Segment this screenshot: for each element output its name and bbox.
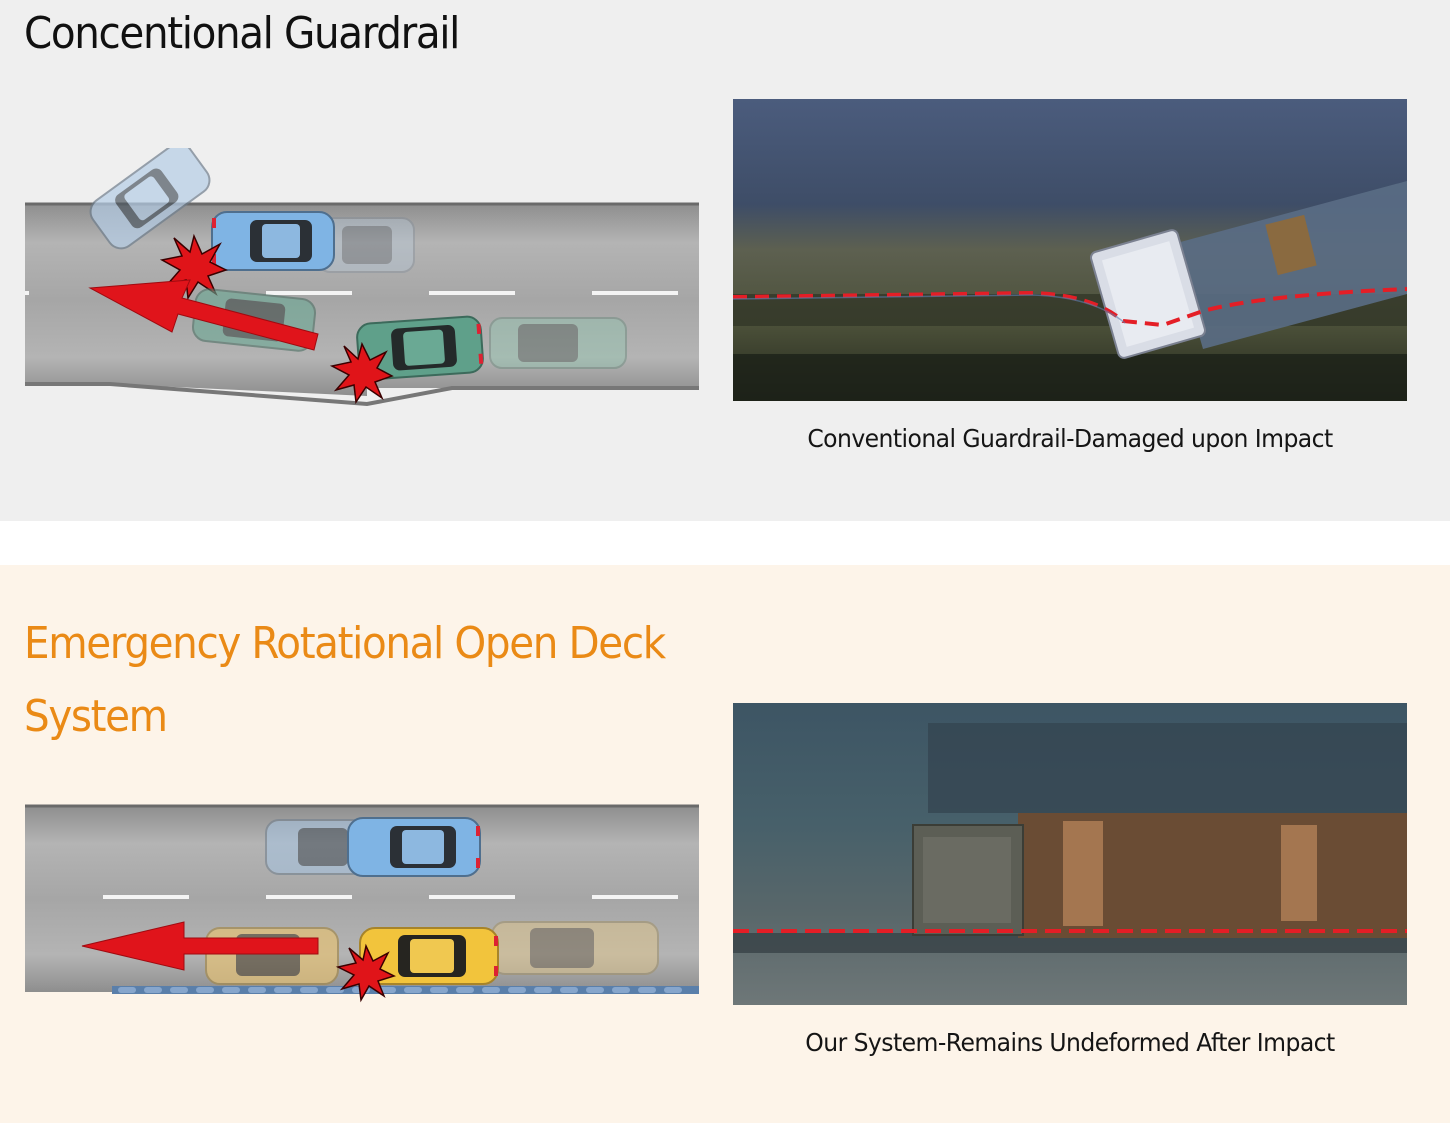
caption-open-deck: Our System-Remains Undeformed After Impa… <box>805 1028 1335 1057</box>
lane-markings <box>103 895 678 899</box>
ghost-car <box>489 317 627 369</box>
yellow-car <box>359 927 499 985</box>
lane-markings <box>25 291 678 295</box>
ghost-car <box>265 819 367 875</box>
conventional-guardrail-section: Concentional Guardrail <box>0 0 1450 521</box>
section-title-open-deck: Emergency Rotational Open Deck System <box>24 618 666 742</box>
direction-arrow-icon <box>88 279 319 351</box>
blue-car <box>211 211 335 271</box>
direction-arrow-icon <box>81 921 319 971</box>
deflected-car <box>89 148 211 250</box>
ghost-car <box>205 927 339 985</box>
ghost-car <box>491 921 659 975</box>
blue-car <box>347 817 481 877</box>
conventional-guardrail-diagram <box>25 148 699 407</box>
trajectory-line <box>733 287 1407 328</box>
open-deck-system-diagram <box>25 804 699 1003</box>
rotational-roller-barrier <box>112 986 699 994</box>
green-car <box>356 315 484 381</box>
ghost-car <box>317 217 415 273</box>
bent-guardrail <box>25 382 699 407</box>
crash-test-photo-conventional <box>733 99 1407 401</box>
impact-burst-icon <box>335 943 396 1003</box>
impact-burst-icon <box>329 341 394 405</box>
caption-conventional: Conventional Guardrail-Damaged upon Impa… <box>807 424 1333 453</box>
impact-burst-icon <box>159 233 228 301</box>
section-title-conventional: Concentional Guardrail <box>24 8 460 59</box>
crash-test-photo-open-deck <box>733 703 1407 1005</box>
